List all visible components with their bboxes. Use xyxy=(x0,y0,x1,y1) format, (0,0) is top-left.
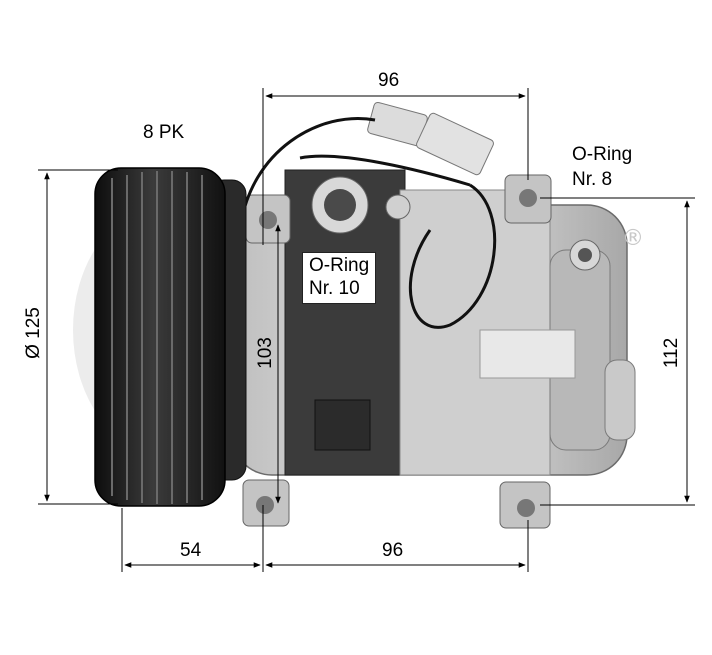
pulley xyxy=(94,167,247,507)
dim-right-height: 112 xyxy=(661,337,682,369)
dim-left-height: 103 xyxy=(255,337,276,369)
dim-top-width: 96 xyxy=(378,70,400,91)
dimension-lines xyxy=(38,88,695,572)
oring-10-label: O-Ring Nr. 10 xyxy=(302,252,377,304)
registered-mark: ® xyxy=(622,226,644,251)
oring-8-label-line2: Nr. 8 xyxy=(572,169,613,190)
belt-label: 8 PK xyxy=(143,122,185,143)
dim-bottom-right: 96 xyxy=(382,540,404,561)
dim-pulley-diameter: Ø 125 xyxy=(23,307,44,359)
oring-10-label-line1: O-Ring xyxy=(309,255,370,276)
oring-8-label-line1: O-Ring xyxy=(572,144,633,165)
dim-bottom-left: 54 xyxy=(180,540,202,561)
oring-10-label-line2: Nr. 10 xyxy=(309,277,360,299)
